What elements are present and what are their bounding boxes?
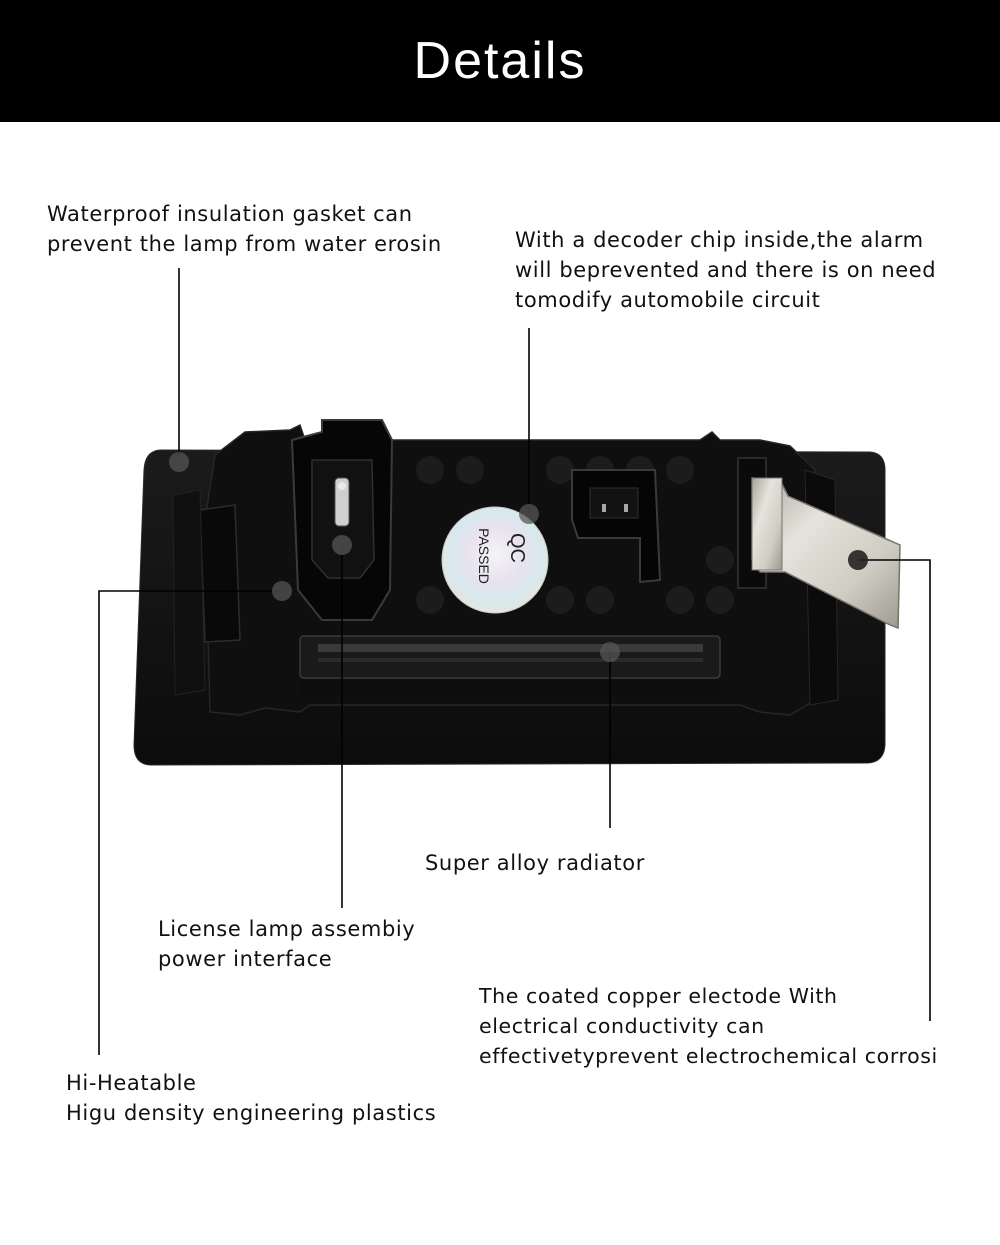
- callout-power-line2: power interface: [158, 947, 333, 971]
- marker-dot-power: [332, 535, 352, 555]
- callout-plastics: Hi-Heatable Higu density engineering pla…: [66, 1068, 436, 1128]
- header-banner: Details: [0, 0, 1000, 122]
- callout-decoder-line1: With a decoder chip inside,the alarm: [515, 228, 924, 252]
- callout-plastics-line1: Hi-Heatable: [66, 1071, 197, 1095]
- marker-dots: [169, 452, 868, 662]
- callout-power: License lamp assembiy power interface: [158, 914, 415, 974]
- callout-radiator-line1: Super alloy radiator: [425, 851, 645, 875]
- callout-copper-line1: The coated copper electode With: [479, 984, 838, 1008]
- callout-decoder: With a decoder chip inside,the alarm wil…: [515, 225, 936, 315]
- marker-dot-decoder: [519, 504, 539, 524]
- power-connector: [290, 419, 394, 621]
- callout-decoder-line2: will beprevented and there is on need: [515, 258, 937, 282]
- alloy-radiator: [299, 635, 721, 696]
- qc-label: QC: [506, 533, 528, 563]
- callout-copper: The coated copper electode With electric…: [479, 981, 938, 1071]
- callout-gasket-line1: Waterproof insulation gasket can: [47, 202, 413, 226]
- marker-dot-gasket: [169, 452, 189, 472]
- leader-line-copper: [858, 559, 931, 1021]
- copper-electrode: [737, 457, 901, 630]
- leader-line-plastics: [98, 590, 282, 1055]
- marker-dot-radiator: [600, 642, 620, 662]
- callout-plastics-line2: Higu density engineering plastics: [66, 1101, 437, 1125]
- callout-gasket: Waterproof insulation gasket can prevent…: [47, 199, 442, 259]
- callout-radiator: Super alloy radiator: [425, 848, 645, 878]
- callout-gasket-line2: prevent the lamp from water erosin: [47, 232, 442, 256]
- callout-copper-line3: effectivetyprevent electrochemical corro…: [479, 1044, 938, 1068]
- page-title: Details: [413, 32, 587, 90]
- leader-lines: [98, 268, 931, 1055]
- marker-dot-plastics: [272, 581, 292, 601]
- marker-dot-copper: [848, 550, 868, 570]
- callout-decoder-line3: tomodify automobile circuit: [515, 288, 821, 312]
- decoder-socket: [571, 469, 662, 584]
- callout-copper-line2: electrical conductivity can: [479, 1014, 765, 1038]
- callout-power-line1: License lamp assembiy: [158, 917, 416, 941]
- qc-passed-label: PASSED: [476, 528, 492, 584]
- qc-sticker: QC PASSED: [441, 506, 549, 614]
